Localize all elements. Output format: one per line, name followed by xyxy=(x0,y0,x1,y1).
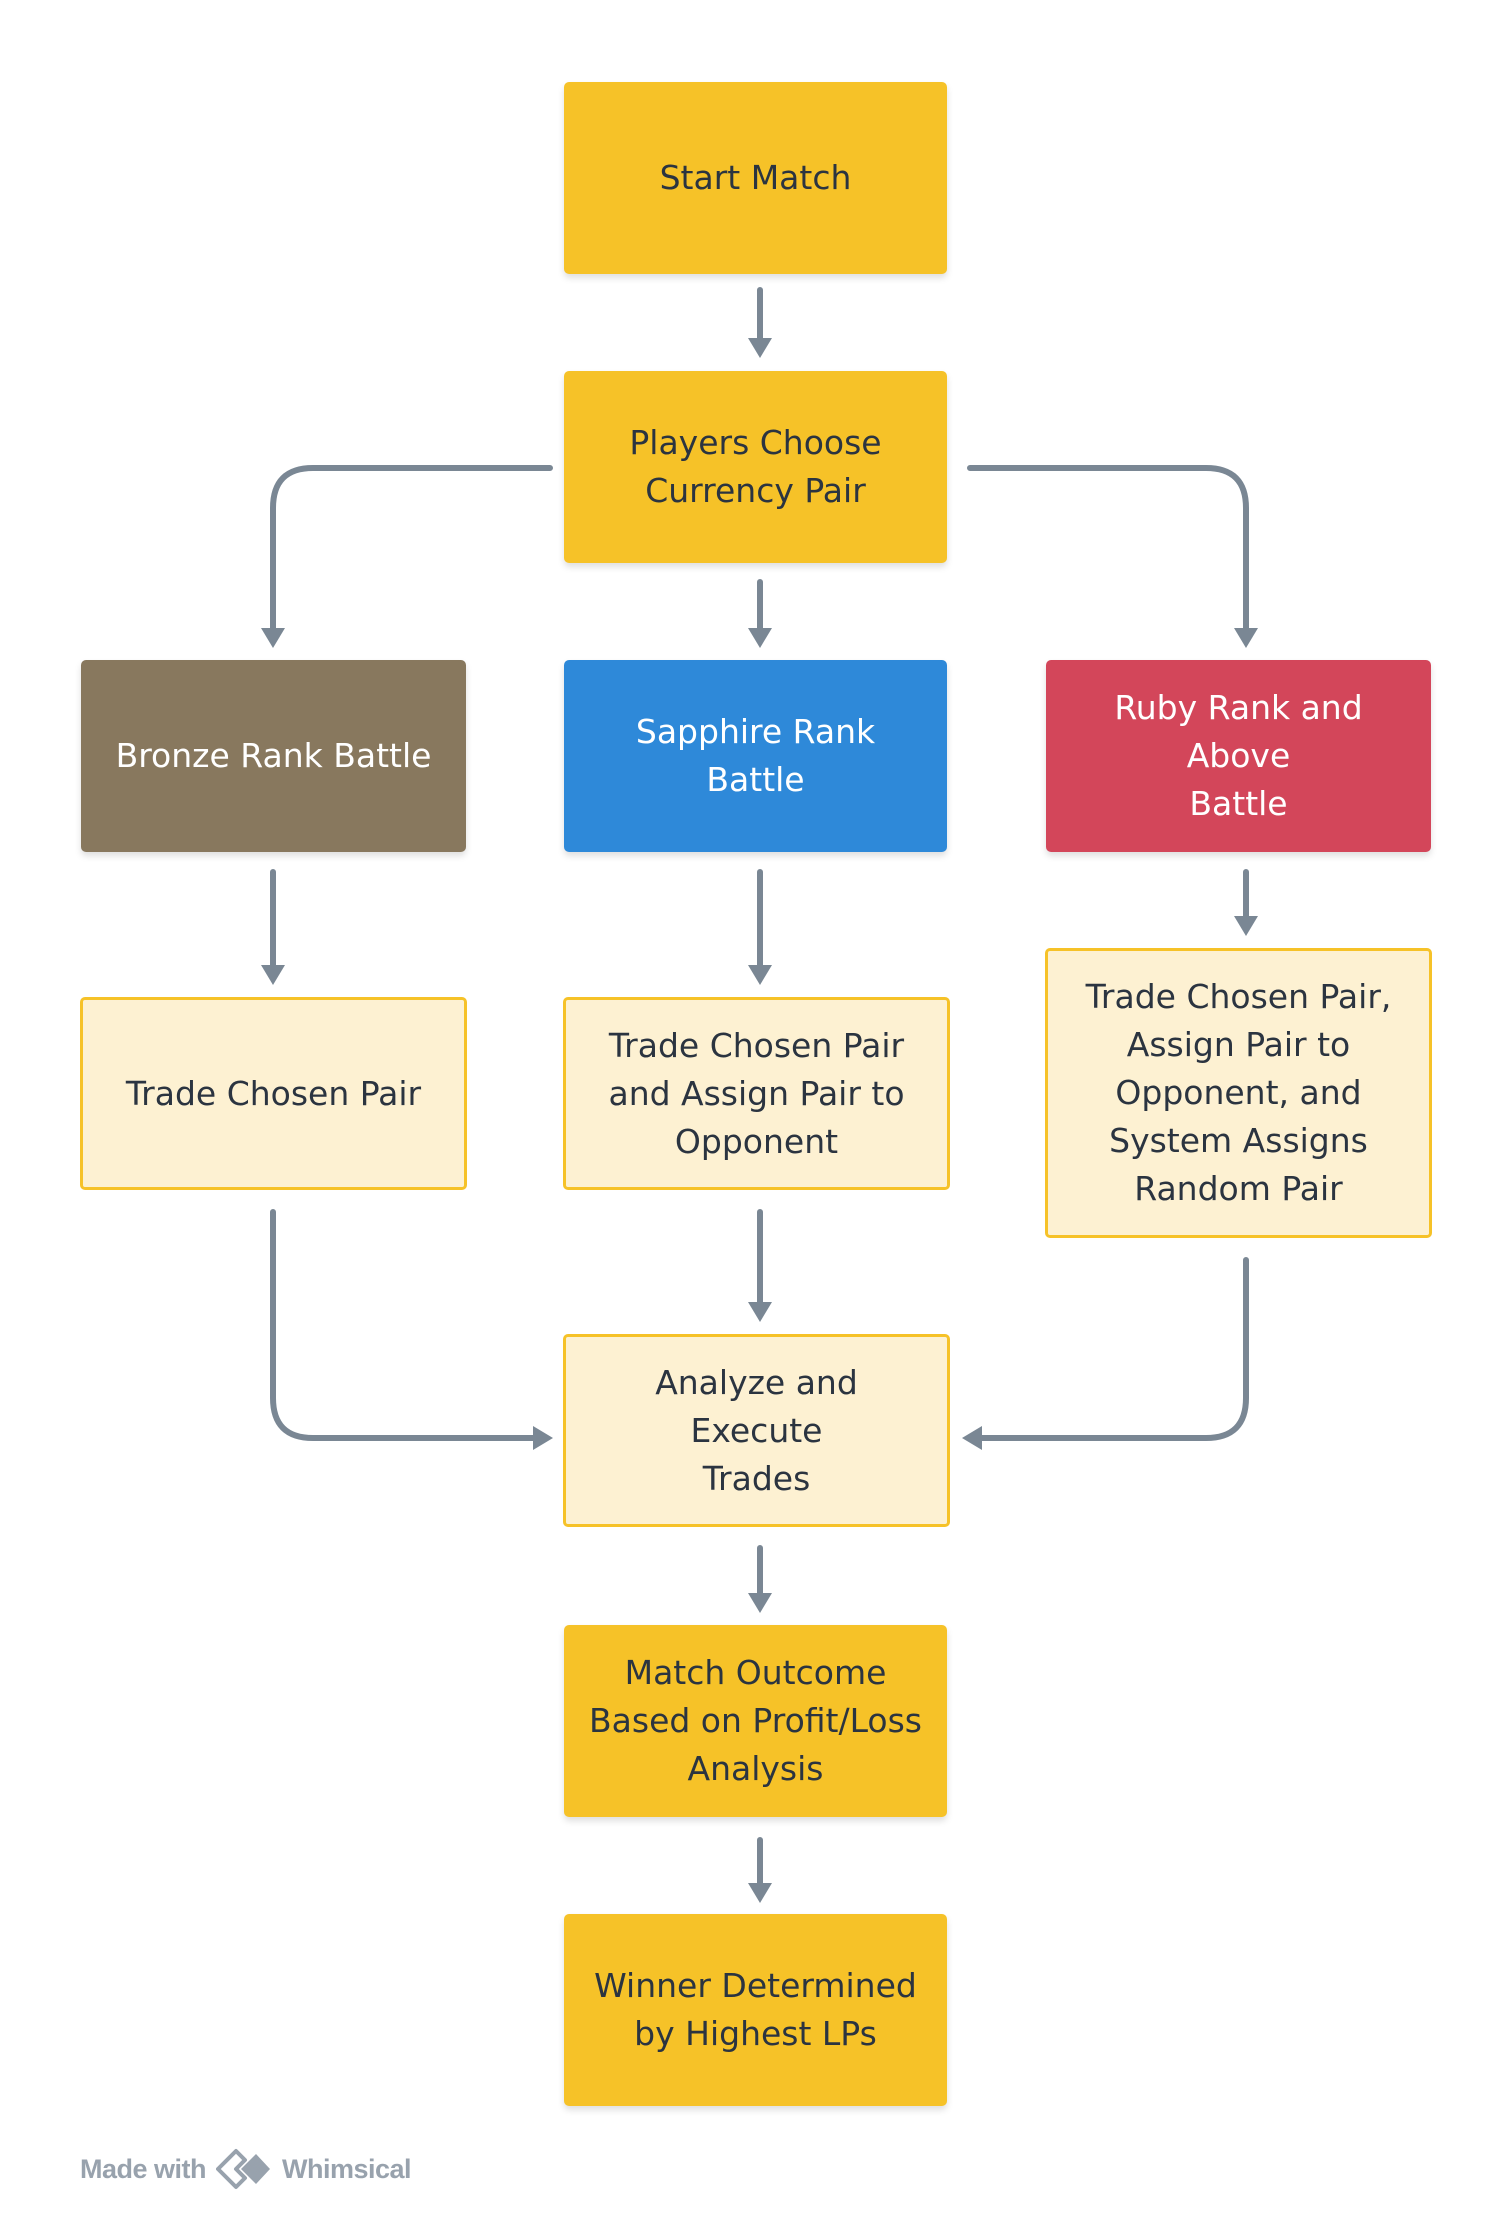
edge-choose-bronze xyxy=(270,465,553,633)
node-label: Bronze Rank Battle xyxy=(115,736,432,775)
made-with-whimsical-badge[interactable]: Made with Whimsical xyxy=(80,2148,412,2190)
node-analyze-execute: Analyze and Execute Trades xyxy=(563,1334,950,1527)
node-trade-ruby: Trade Chosen Pair, Assign Pair to Oppone… xyxy=(1045,948,1432,1238)
node-label: Trade Chosen Pair, Assign Pair to Oppone… xyxy=(1085,977,1392,1208)
node-bronze-rank-battle: Bronze Rank Battle xyxy=(81,660,466,852)
whimsical-brand-label: Whimsical xyxy=(282,2153,412,2184)
whimsical-logo-icon xyxy=(216,2149,271,2189)
arrowhead xyxy=(533,1426,553,1450)
node-sapphire-rank-battle: Sapphire Rank Battle xyxy=(564,660,947,852)
node-label: Ruby Rank and Above Battle xyxy=(1114,688,1363,823)
node-players-choose-pair: Players Choose Currency Pair xyxy=(564,371,947,563)
node-label: Winner Determined by Highest LPs xyxy=(594,1966,917,2053)
node-label: Start Match xyxy=(659,158,852,197)
arrowhead xyxy=(261,965,285,985)
arrowhead xyxy=(1234,628,1258,648)
arrowhead xyxy=(748,1593,772,1613)
node-label: Match Outcome Based on Profit/Loss Analy… xyxy=(589,1653,922,1788)
arrowhead xyxy=(261,628,285,648)
node-label: Trade Chosen Pair xyxy=(125,1073,422,1113)
edge-trade1-analyze xyxy=(270,1209,538,1441)
edge-trade3-analyze xyxy=(977,1257,1249,1441)
made-with-label: Made with xyxy=(80,2153,207,2184)
node-ruby-rank-battle: Ruby Rank and Above Battle xyxy=(1046,660,1431,852)
node-match-outcome: Match Outcome Based on Profit/Loss Analy… xyxy=(564,1625,947,1817)
arrowhead xyxy=(962,1426,982,1450)
arrowhead xyxy=(748,1302,772,1322)
node-winner-determined: Winner Determined by Highest LPs xyxy=(564,1914,947,2106)
node-label: Trade Chosen Pair and Assign Pair to Opp… xyxy=(608,1025,905,1161)
arrowhead xyxy=(748,338,772,358)
node-trade-bronze: Trade Chosen Pair xyxy=(80,997,467,1190)
node-trade-sapphire: Trade Chosen Pair and Assign Pair to Opp… xyxy=(563,997,950,1190)
edge-choose-ruby xyxy=(967,465,1249,633)
node-label: Sapphire Rank Battle xyxy=(635,712,876,799)
arrowhead xyxy=(748,965,772,985)
arrowhead xyxy=(748,1883,772,1903)
node-label: Players Choose Currency Pair xyxy=(629,423,882,510)
node-label: Analyze and Execute Trades xyxy=(655,1362,858,1498)
arrowhead xyxy=(1234,916,1258,936)
node-start-match: Start Match xyxy=(564,82,947,274)
arrowhead xyxy=(748,628,772,648)
